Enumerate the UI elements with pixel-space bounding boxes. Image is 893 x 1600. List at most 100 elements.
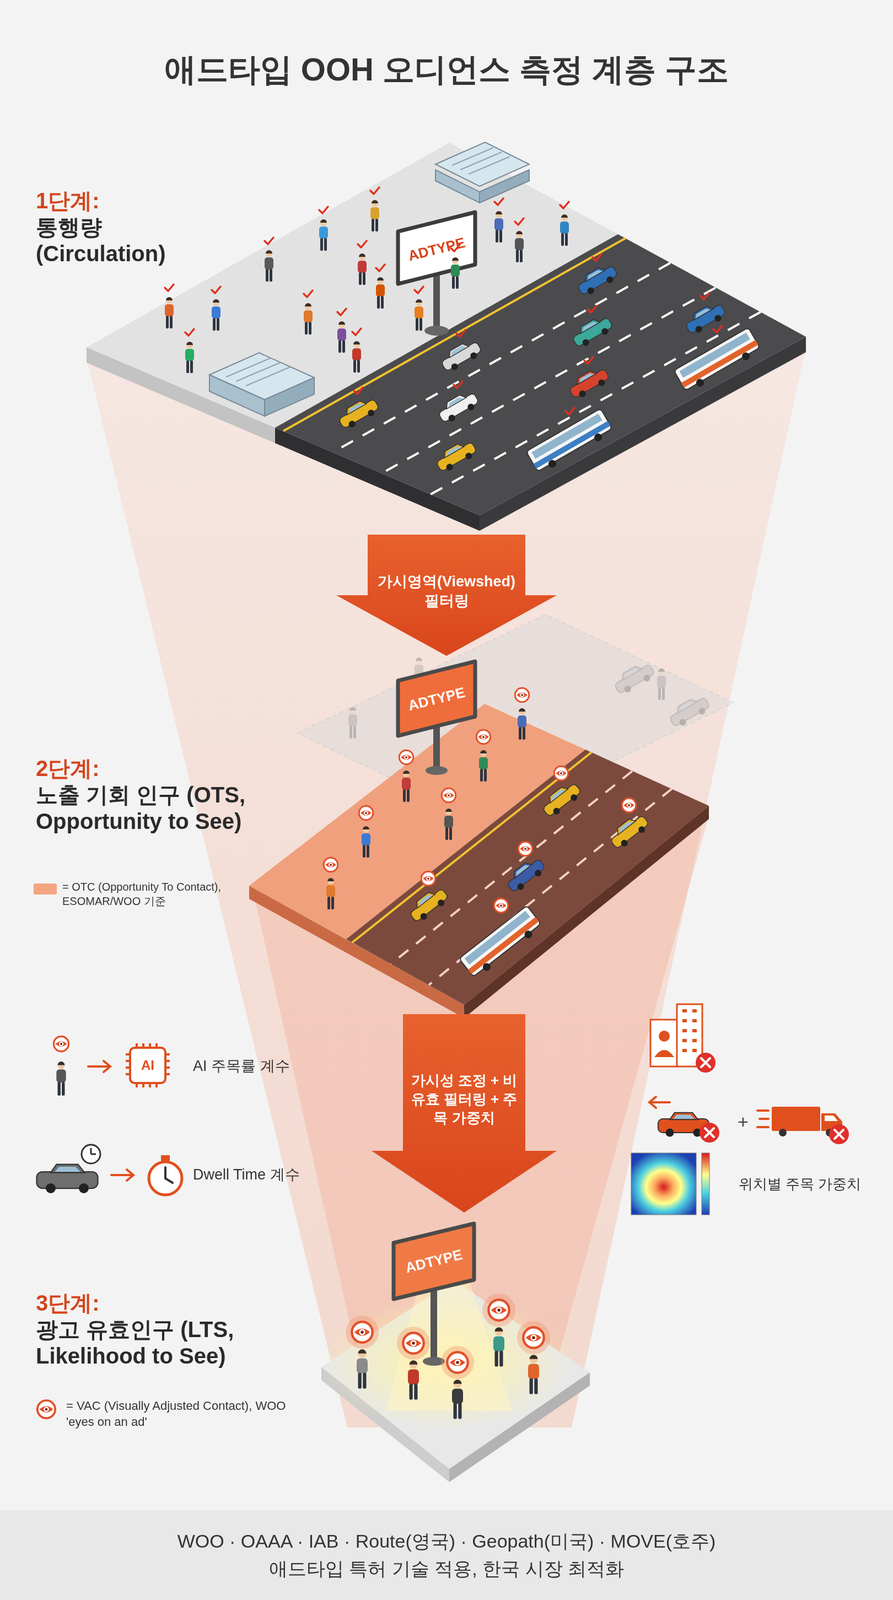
billboard-face: [393, 1223, 475, 1300]
check-icon: [357, 240, 367, 248]
check-icon: [584, 357, 594, 364]
factor-label-box: 위치별 주목 가중치: [738, 1175, 884, 1194]
check-icon: [303, 290, 313, 298]
chip-pins: [125, 1043, 170, 1088]
bus: [459, 905, 545, 981]
viewer: [356, 1349, 368, 1389]
stairs: [452, 147, 510, 175]
eye-icon: [488, 1299, 509, 1321]
check-icon: [164, 284, 174, 292]
glass-roof: [209, 352, 315, 400]
taxi: [539, 779, 584, 820]
faded-car: [666, 692, 712, 730]
count-marks: [164, 187, 569, 336]
bus: [673, 327, 762, 395]
heatmap-icon: [631, 1153, 710, 1215]
check-icon: [353, 387, 363, 395]
lane-line: [428, 788, 672, 986]
road-markings: [352, 752, 672, 986]
pedestrian: [401, 770, 411, 803]
legend-entry: = OTC (Opportunity To Contact), ESOMAR/W…: [62, 879, 245, 909]
legend-swatch: [33, 883, 57, 895]
title-box: 애드타입 OOH 오디언스 측정 계층 구조: [0, 50, 893, 89]
check-icon: [352, 328, 362, 336]
road-surface: [346, 749, 709, 1005]
x-mark: [705, 1128, 714, 1138]
footer-text: WOO · OAAA · IAB · Route(영국) · Geopath(미…: [177, 1528, 717, 1556]
factor-label: 위치별 주목 가중치: [738, 1175, 884, 1194]
eye-icon: [476, 729, 491, 745]
viewer: [493, 1327, 505, 1367]
bus: [525, 408, 615, 476]
check-icon: [587, 305, 597, 313]
eye-icon: [621, 798, 637, 813]
car: [566, 364, 612, 402]
check-icon: [337, 308, 347, 316]
person-head: [658, 1030, 670, 1042]
eye-icon: [399, 750, 414, 765]
ai-chip: [130, 1047, 166, 1084]
stage-number: 3단계:: [35, 1289, 312, 1317]
lane-line: [430, 311, 761, 495]
pedestrian: [450, 257, 460, 289]
faded-car: [611, 659, 657, 697]
eye-icon: [514, 687, 530, 703]
pedestrian: [352, 341, 362, 373]
check-icon: [185, 329, 195, 336]
eye-icon: [323, 857, 338, 873]
pedestrian: [326, 878, 336, 910]
check-icon: [319, 206, 328, 214]
direction-arrow: [649, 1096, 670, 1108]
plus-sign: +: [732, 1110, 755, 1134]
billboard-pole: [430, 1289, 438, 1362]
stairs: [226, 358, 290, 386]
pedestrian: [414, 299, 424, 331]
windows: [682, 1010, 697, 1051]
footer-band: WOO · OAAA · IAB · Route(영국) · Geopath(미…: [0, 1510, 893, 1600]
pedestrian: [560, 214, 569, 246]
eye-icon: [53, 1036, 69, 1052]
factor-label: AI 주목률 계수: [192, 1057, 348, 1077]
legend-entry: = VAC (Visually Adjusted Contact), WOO '…: [66, 1398, 304, 1430]
check-icon: [414, 286, 424, 294]
eye-glow: [517, 1321, 551, 1355]
eye-icon: [402, 1332, 424, 1354]
factor-label: Dwell Time 계수: [192, 1165, 359, 1185]
stage-label: 1단계:통행량 (Circulation): [35, 187, 202, 267]
exclude-badge: [829, 1124, 849, 1145]
billboard: [393, 1223, 475, 1366]
pedestrian: [361, 826, 371, 858]
glass-roof: [435, 142, 530, 187]
stage-number: 1단계:: [35, 187, 202, 214]
small-arrow: [111, 1169, 134, 1181]
billboard-pole: [433, 275, 440, 331]
pedestrian: [479, 750, 488, 782]
billboard-base: [424, 325, 449, 336]
stage-name: 광고 유효인구 (LTS, Likelihood to See): [35, 1316, 312, 1370]
eye-glow: [345, 1315, 379, 1349]
pedestrian: [514, 230, 524, 263]
billboard: [397, 212, 476, 336]
faded-pedestrian: [657, 668, 666, 701]
footer-text: 애드타입 특허 기술 적용, 한국 시장 최적화: [269, 1555, 624, 1583]
moving-exclusion-icon: [649, 1096, 849, 1145]
exclude-badge: [695, 1052, 716, 1073]
eye-icon: [351, 1321, 373, 1343]
indoor-exclusion-icon: [650, 1004, 716, 1073]
small-arrow: [88, 1061, 111, 1073]
arrow-label-box: 가시성 조정 + 비유효 필터링 + 주목 가중치: [409, 1071, 520, 1128]
count-marks: [353, 254, 723, 415]
stopwatch-hands: [165, 1167, 173, 1183]
pedestrian: [337, 321, 347, 353]
building: [650, 1019, 679, 1067]
factor-label-box: AI 주목률 계수: [192, 1057, 348, 1077]
faded-pedestrian: [348, 707, 358, 739]
truck-window: [824, 1115, 838, 1122]
traffic: [406, 779, 652, 981]
eye-glow: [440, 1346, 475, 1380]
check-icon: [514, 218, 524, 225]
stage-label: 2단계:노출 기회 인구 (OTS, Opportunity to See): [35, 755, 268, 835]
eye-glow: [396, 1326, 430, 1360]
check-icon: [375, 264, 385, 272]
center-line: [283, 238, 626, 432]
